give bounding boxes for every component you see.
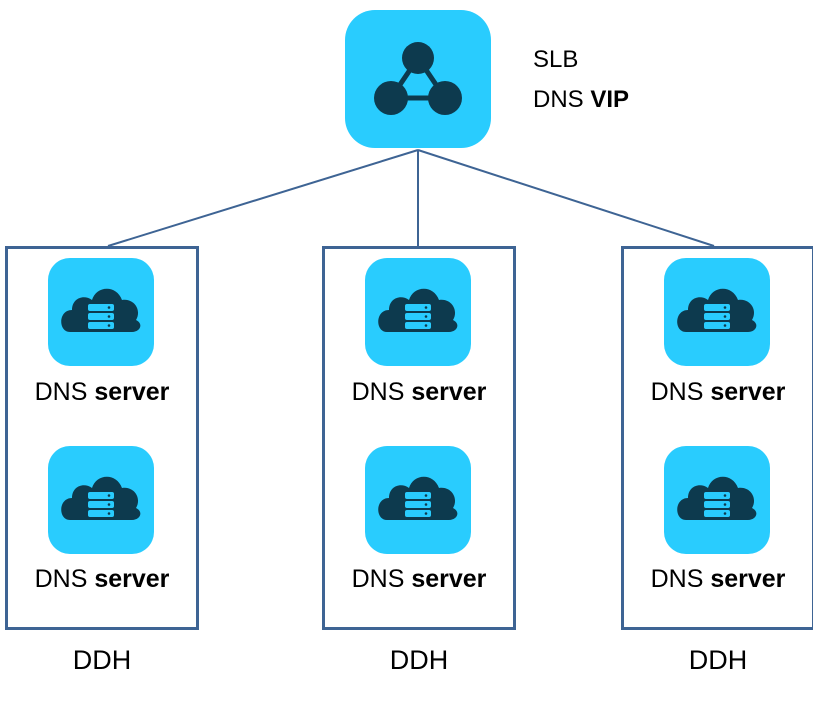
slb-node xyxy=(345,10,491,148)
cloud-server-icon xyxy=(61,288,141,332)
dns-server-label: DNS server xyxy=(650,378,786,406)
dns-server-node xyxy=(48,446,154,554)
cloud-server-icon xyxy=(677,288,757,332)
ddh-group xyxy=(322,246,516,630)
connector-line-right xyxy=(417,149,715,247)
slb-label: SLB DNS VIP xyxy=(533,40,629,120)
ddh-label: DDH xyxy=(72,645,132,675)
slb-label-line2: DNS VIP xyxy=(533,86,630,113)
ddh-label: DDH xyxy=(688,645,748,675)
ddh-label: DDH xyxy=(389,645,449,675)
dns-server-label: DNS server xyxy=(351,565,487,593)
dns-server-node xyxy=(365,258,471,366)
cloud-server-icon xyxy=(61,476,141,520)
cloud-server-icon xyxy=(378,288,458,332)
slb-label-line1: SLB xyxy=(533,46,579,73)
dns-server-node xyxy=(664,258,770,366)
dns-server-label: DNS server xyxy=(650,565,786,593)
dns-server-label: DNS server xyxy=(351,378,487,406)
connector-line-left xyxy=(107,149,419,247)
dns-server-label: DNS server xyxy=(34,378,170,406)
cloud-server-icon xyxy=(677,476,757,520)
dns-server-node xyxy=(48,258,154,366)
cloud-server-icon xyxy=(378,476,458,520)
dns-server-node xyxy=(365,446,471,554)
ddh-group xyxy=(5,246,199,630)
dns-server-label: DNS server xyxy=(34,565,170,593)
dns-server-node xyxy=(664,446,770,554)
network-nodes-icon xyxy=(374,42,462,115)
